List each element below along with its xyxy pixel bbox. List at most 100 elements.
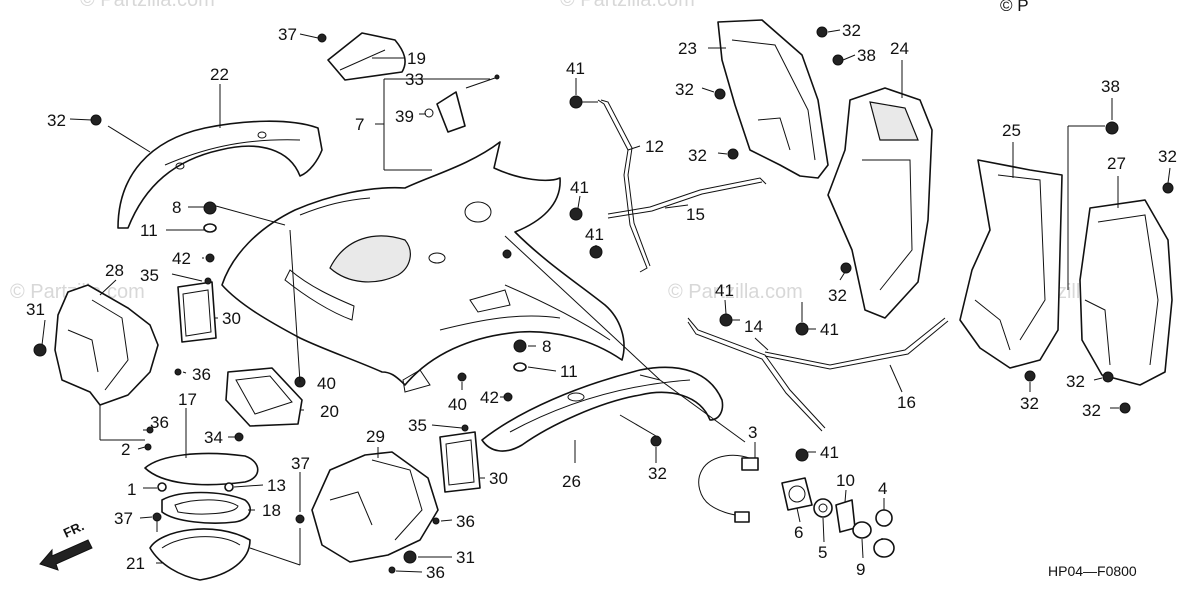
callout-32: 32 bbox=[47, 111, 66, 130]
callout-11: 11 bbox=[140, 221, 158, 240]
callout-9: 9 bbox=[856, 560, 865, 579]
callout-14: 14 bbox=[744, 317, 763, 336]
part-30-left-drawing bbox=[177, 281, 217, 343]
callout-41: 41 bbox=[820, 320, 839, 339]
callout-36: 36 bbox=[426, 563, 445, 582]
callout-13: 13 bbox=[267, 476, 286, 495]
callout-39: 39 bbox=[395, 107, 414, 126]
callout-32: 32 bbox=[1020, 394, 1039, 413]
part-3-drawing bbox=[698, 454, 759, 523]
callout-18: 18 bbox=[262, 501, 281, 520]
part-26-drawing bbox=[481, 366, 724, 452]
callout-37: 37 bbox=[278, 25, 297, 44]
callout-8: 8 bbox=[172, 198, 181, 217]
part-25-drawing bbox=[959, 159, 1063, 369]
callout-30: 30 bbox=[222, 309, 241, 328]
callout-33: 33 bbox=[405, 70, 424, 89]
part-18-drawing bbox=[161, 491, 251, 524]
callout-11: 11 bbox=[560, 362, 578, 381]
front-arrow-label: FR. bbox=[61, 518, 86, 540]
callout-16: 16 bbox=[897, 393, 916, 412]
callout-32: 32 bbox=[688, 146, 707, 165]
callout-40: 40 bbox=[317, 374, 336, 393]
callout-42: 42 bbox=[480, 388, 499, 407]
fastener-markers bbox=[33, 26, 1174, 574]
callout-41: 41 bbox=[566, 59, 585, 78]
part-20-drawing bbox=[225, 367, 303, 427]
watermark-text: © Partzilla.com bbox=[80, 0, 215, 11]
main-front-fender-drawing bbox=[221, 141, 625, 393]
callout-19: 19 bbox=[407, 49, 426, 68]
part-19-drawing bbox=[327, 32, 406, 81]
callout-25: 25 bbox=[1002, 121, 1021, 140]
callout-4: 4 bbox=[878, 479, 887, 498]
callout-41: 41 bbox=[570, 178, 589, 197]
callout-6: 6 bbox=[794, 523, 803, 542]
part-29-drawing bbox=[311, 451, 439, 563]
callout-17: 17 bbox=[178, 390, 197, 409]
part-6-5-10-9-4-drawing bbox=[781, 477, 895, 558]
callout-35: 35 bbox=[140, 266, 159, 285]
callout-40: 40 bbox=[448, 395, 467, 414]
part-12-drawing bbox=[597, 99, 651, 273]
callout-35: 35 bbox=[408, 416, 427, 435]
callout-31: 31 bbox=[26, 300, 45, 319]
callout-8: 8 bbox=[542, 337, 551, 356]
callout-20: 20 bbox=[320, 402, 339, 421]
part-23-drawing bbox=[717, 19, 829, 179]
callout-12: 12 bbox=[645, 137, 664, 156]
callout-21: 21 bbox=[126, 554, 145, 573]
callout-5: 5 bbox=[818, 543, 827, 562]
callout-7: 7 bbox=[355, 115, 364, 134]
callout-36: 36 bbox=[150, 413, 169, 432]
callout-30: 30 bbox=[489, 469, 508, 488]
callout-15: 15 bbox=[686, 205, 705, 224]
callout-23: 23 bbox=[678, 39, 697, 58]
callout-38: 38 bbox=[1101, 77, 1120, 96]
callout-32: 32 bbox=[842, 21, 861, 40]
callout-numbers: 32 22 37 19 33 7 39 8 11 42 35 28 31 30 … bbox=[26, 21, 1177, 582]
callout-41: 41 bbox=[820, 443, 839, 462]
front-direction-indicator: FR. bbox=[39, 518, 93, 571]
callout-32: 32 bbox=[648, 464, 667, 483]
part-21-drawing bbox=[149, 528, 251, 581]
callout-41: 41 bbox=[585, 225, 604, 244]
callout-32: 32 bbox=[1082, 401, 1101, 420]
part-14-16-drawing bbox=[687, 317, 949, 432]
callout-41: 41 bbox=[715, 281, 734, 300]
callout-2: 2 bbox=[121, 440, 130, 459]
part-27-drawing bbox=[1079, 199, 1173, 386]
callout-42: 42 bbox=[172, 249, 191, 268]
callout-32: 32 bbox=[1158, 147, 1177, 166]
callout-27: 27 bbox=[1107, 154, 1126, 173]
callout-31: 31 bbox=[456, 548, 475, 567]
callout-37: 37 bbox=[114, 509, 133, 528]
callout-36: 36 bbox=[456, 512, 475, 531]
leader-lines bbox=[41, 29, 1171, 573]
callout-24: 24 bbox=[890, 39, 909, 58]
corner-copyright-mark: © P bbox=[1000, 0, 1029, 15]
watermark-text: © Partzilla.com bbox=[560, 0, 695, 11]
callout-38: 38 bbox=[857, 46, 876, 65]
diagram-reference-code: HP04—F0800 bbox=[1048, 563, 1137, 579]
part-30-bottom-drawing bbox=[439, 431, 481, 493]
part-22-drawing bbox=[117, 120, 323, 229]
part-24-drawing bbox=[827, 87, 933, 319]
callout-28: 28 bbox=[105, 261, 124, 280]
callout-32: 32 bbox=[1066, 372, 1085, 391]
watermark-text: © Partzilla.com bbox=[668, 281, 803, 303]
callout-32: 32 bbox=[675, 80, 694, 99]
callout-22: 22 bbox=[210, 65, 229, 84]
part-15-drawing bbox=[607, 177, 767, 219]
callout-36: 36 bbox=[192, 365, 211, 384]
part-17-drawing bbox=[144, 452, 259, 486]
part-28-drawing bbox=[54, 284, 159, 406]
callout-3: 3 bbox=[748, 423, 757, 442]
callout-37: 37 bbox=[291, 454, 310, 473]
callout-29: 29 bbox=[366, 427, 385, 446]
callout-26: 26 bbox=[562, 472, 581, 491]
callout-10: 10 bbox=[836, 471, 855, 490]
part-33-bracket-drawing bbox=[424, 74, 500, 133]
